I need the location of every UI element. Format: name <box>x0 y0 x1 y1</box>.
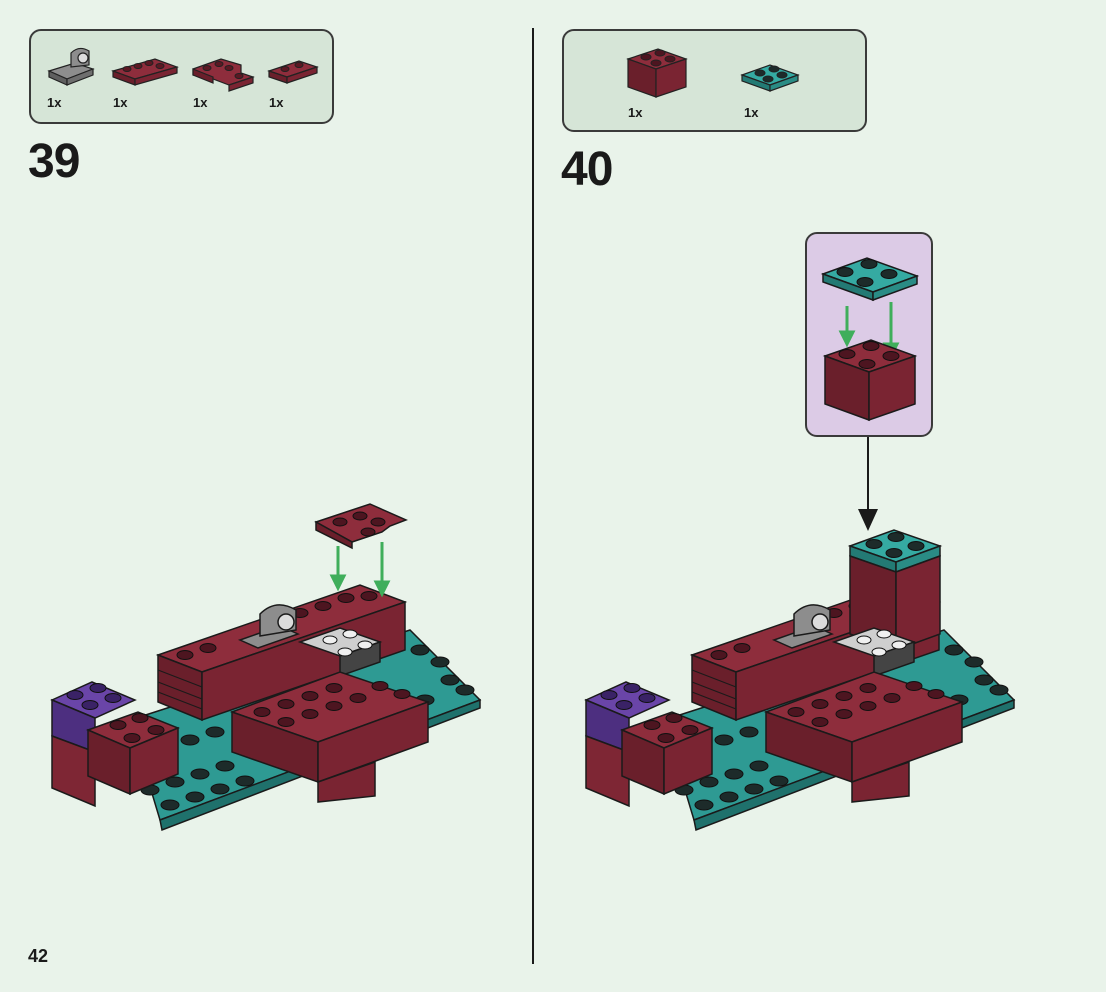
step-number: 40 <box>561 143 613 196</box>
qty-label: 1x <box>47 95 62 110</box>
dark-red-brick-2x2-icon <box>626 48 688 98</box>
qty-label: 1x <box>628 105 643 120</box>
dark-red-corner-plate-icon <box>192 58 255 92</box>
black-arrow-icon <box>858 437 878 531</box>
page-number: 42 <box>28 946 49 966</box>
subassembly-illustration <box>820 257 920 422</box>
qty-label: 1x <box>193 95 208 110</box>
green-arrow-icon <box>329 542 391 598</box>
dark-red-plate-1x4-icon <box>111 58 179 86</box>
teal-plate-2x2-icon <box>740 64 800 92</box>
parts-callout-step-39: 1x 1x 1x 1x <box>29 29 334 124</box>
step-39-model-illustration <box>50 503 482 832</box>
dark-red-plate-1x2-icon <box>267 60 319 84</box>
step-number: 39 <box>28 135 80 188</box>
qty-label: 1x <box>269 95 284 110</box>
qty-label: 1x <box>744 105 759 120</box>
gray-bracket-brick-icon <box>47 47 95 86</box>
qty-label: 1x <box>113 95 128 110</box>
page-divider <box>532 28 534 964</box>
step-40-model-illustration <box>584 529 1016 832</box>
parts-callout-step-40: 1x 1x <box>562 29 867 132</box>
subassembly-callout <box>805 232 933 437</box>
